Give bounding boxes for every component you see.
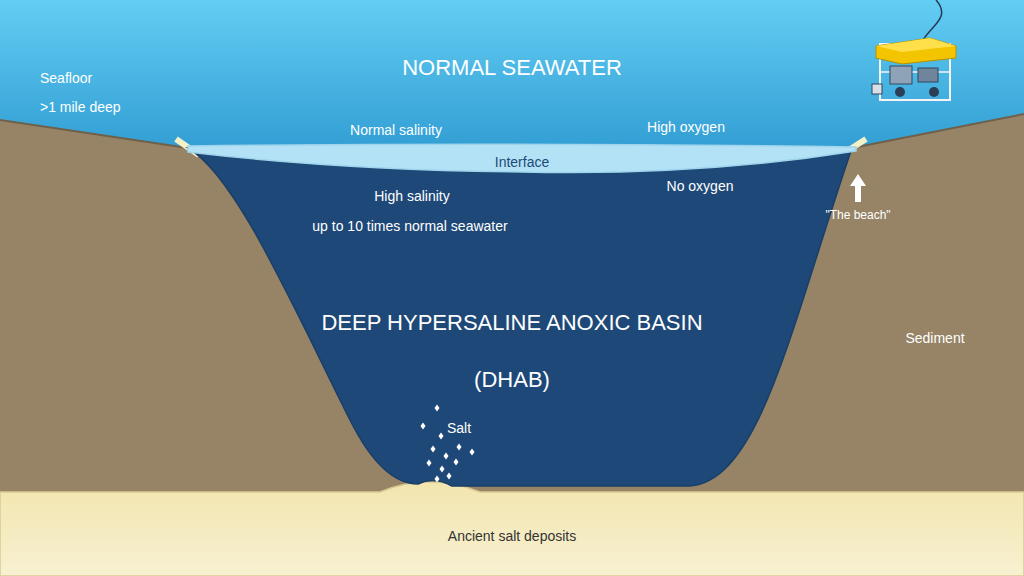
basin-region: High salinity up to 10 times normal seawa… [185, 144, 859, 494]
salt-deposit [0, 482, 1024, 576]
salt-crystal [435, 476, 440, 483]
rov-float [876, 38, 956, 64]
rov-thruster [895, 87, 905, 97]
basin-region-outline [188, 148, 852, 486]
salt-crystal [439, 433, 444, 440]
salt-crystal [444, 453, 449, 460]
region-label: Sediment [905, 330, 964, 346]
basin-title: DEEP HYPERSALINE ANOXIC BASIN [321, 310, 702, 335]
region-label: Ancient salt deposits [448, 528, 576, 544]
rov-light [872, 84, 882, 94]
property-label: up to 10 times normal seawater [312, 218, 507, 234]
seafloor-line [0, 114, 1024, 148]
salt-crystal [431, 446, 436, 453]
rov [872, 0, 956, 100]
region-label: Seafloor [40, 70, 92, 86]
rov-thruster [929, 87, 939, 97]
property-label: No oxygen [667, 178, 734, 194]
salt-label: Salt [447, 420, 471, 436]
salt-crystal [435, 405, 440, 412]
rov-body [890, 66, 912, 84]
tether [922, 0, 942, 42]
salt-crystal [470, 449, 475, 456]
beach-label: "The beach" [825, 209, 890, 223]
salt-crystal [440, 466, 445, 473]
property-label: High salinity [374, 188, 449, 204]
rov-float [876, 38, 956, 52]
property-label: Normal salinity [350, 122, 442, 138]
interface-band: Interface [185, 140, 859, 174]
property-label: High oxygen [647, 119, 725, 135]
interface-label: Interface [495, 154, 549, 170]
basin-title: (DHAB) [474, 367, 550, 392]
beach-arrow [850, 174, 866, 202]
salt-crystal [447, 473, 452, 480]
region-title: NORMAL SEAWATER [402, 55, 622, 80]
depth-label: >1 mile deep [40, 99, 121, 115]
sediment [0, 114, 1024, 576]
salt-crystal [457, 444, 462, 451]
rov-body [918, 68, 938, 82]
salt-crystal [427, 460, 432, 467]
salt-crystal [421, 423, 426, 430]
salt-crystal [454, 459, 459, 466]
